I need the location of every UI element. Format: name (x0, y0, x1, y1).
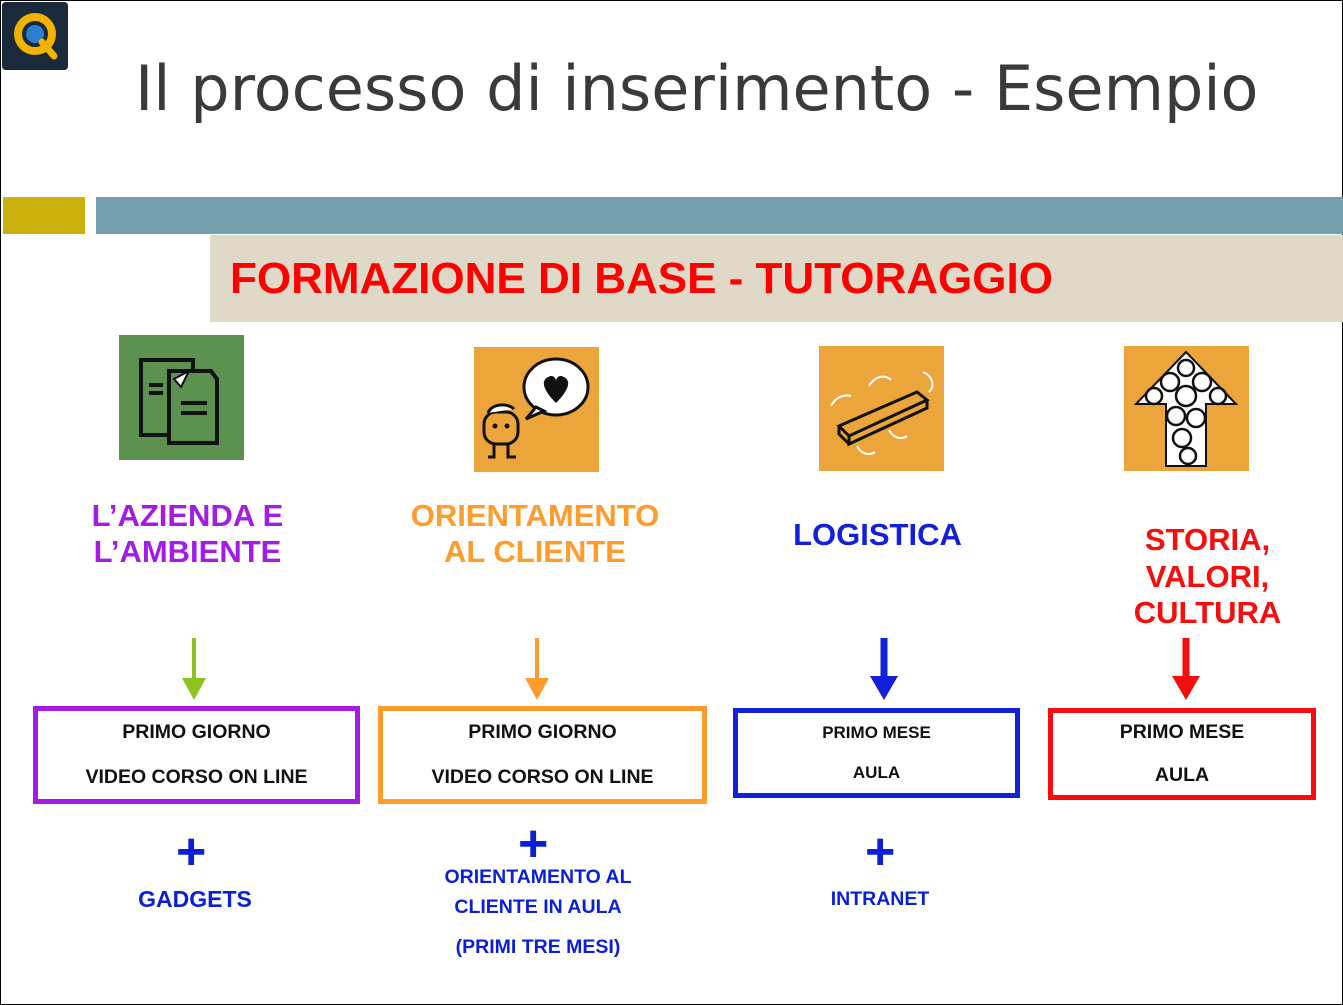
plus-icon: + (176, 823, 207, 881)
flat-package-icon (819, 346, 944, 471)
column-title-orientamento: ORIENTAMENTO AL CLIENTE (410, 498, 660, 569)
info-box-orientamento: PRIMO GIORNO VIDEO CORSO ON LINE (378, 706, 707, 804)
column-title-azienda: L’AZIENDA E L’AMBIENTE (91, 498, 284, 569)
info-box-storia: PRIMO MESE AULA (1048, 708, 1316, 800)
accent-bar-teal (96, 197, 1343, 234)
column-title-logistica: LOGISTICA (793, 517, 962, 552)
info-box-azienda: PRIMO GIORNO VIDEO CORSO ON LINE (33, 706, 360, 804)
info-box-logistica: PRIMO MESE AULA (733, 708, 1020, 798)
arrow-down-icon (180, 638, 208, 707)
page-title: Il processo di inserimento - Esempio (135, 52, 1259, 125)
column-title-storia: STORIA, VALORI, CULTURA (1133, 522, 1282, 631)
arrow-down-icon (868, 638, 900, 707)
documents-icon (119, 335, 244, 460)
extra-gadgets: GADGETS (138, 886, 252, 912)
q-logo-icon (2, 2, 68, 70)
speech-heart-icon (474, 347, 599, 472)
banner (210, 235, 1343, 322)
plus-icon: + (518, 815, 549, 873)
arrow-down-icon (523, 638, 551, 707)
plus-icon: + (865, 823, 896, 881)
banner-title: FORMAZIONE DI BASE - TUTORAGGIO (230, 254, 1053, 303)
extra-orientamento-aula: ORIENTAMENTO AL CLIENTE IN AULA (PRIMI T… (444, 866, 632, 958)
extra-intranet: INTRANET (830, 888, 930, 910)
accent-bar-gold (3, 197, 85, 234)
faces-arrow-icon (1124, 346, 1249, 471)
arrow-down-icon (1170, 638, 1202, 707)
